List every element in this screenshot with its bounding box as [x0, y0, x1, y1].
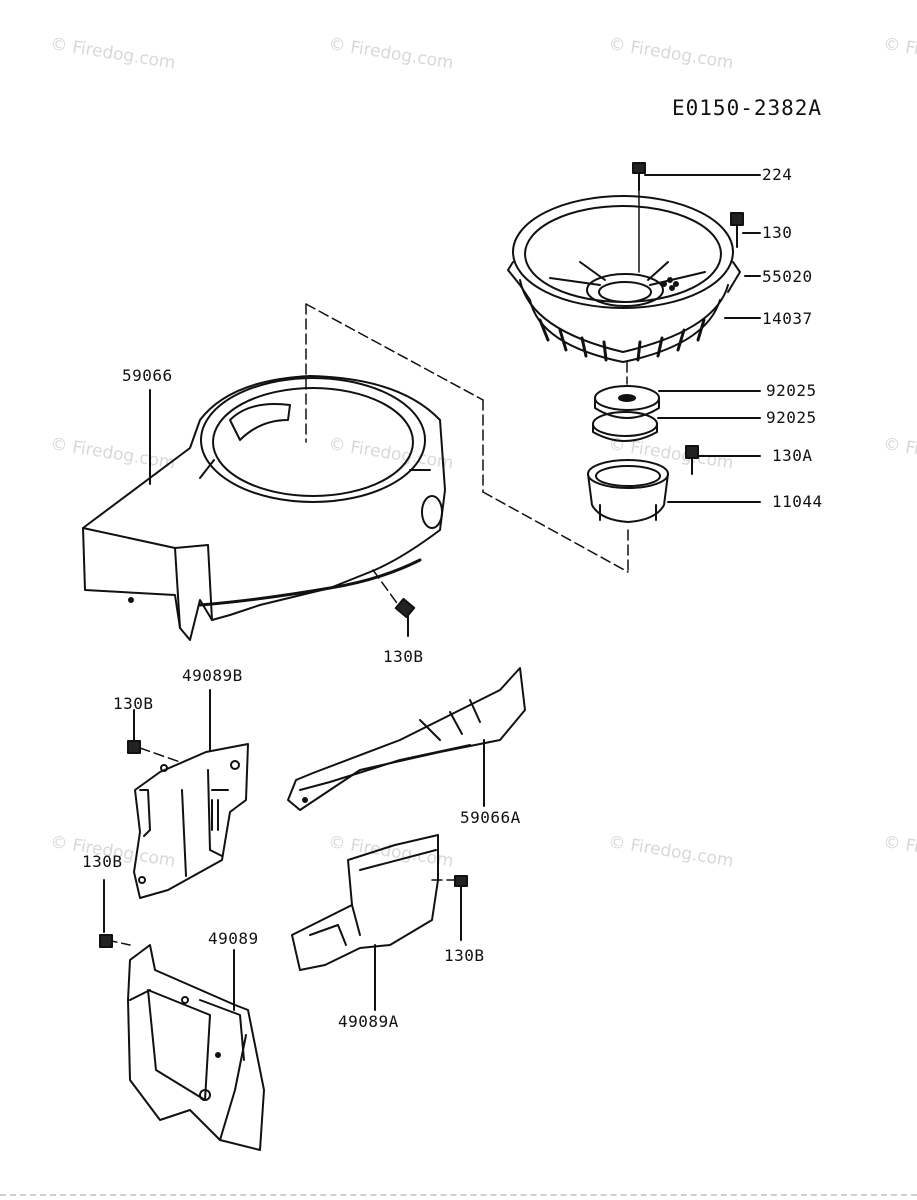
part-label-49089: 49089: [208, 929, 259, 948]
deflector-59066a-drawing: [287, 667, 526, 811]
part-label-130b: 130B: [444, 946, 485, 965]
part-label-224: 224: [762, 165, 793, 184]
part-label-14037: 14037: [762, 309, 813, 328]
shield-49089a-drawing: [291, 834, 439, 1011]
disc-92025-drawing: [592, 385, 761, 442]
part-label-92025: 92025: [766, 408, 817, 427]
fan-ring-drawing: [507, 189, 761, 363]
part-label-59066a: 59066A: [460, 808, 521, 827]
part-label-92025: 92025: [766, 381, 817, 400]
cover-plate-49089b-drawing: [133, 689, 249, 899]
diagram-code: E0150-2382A: [672, 96, 823, 120]
part-label-130b: 130B: [113, 694, 154, 713]
bolt-130b-drawing: [99, 879, 113, 948]
panel-49089-drawing: [127, 944, 265, 1151]
bolt-130b-drawing: [454, 875, 468, 941]
bolt-224-drawing: [632, 162, 761, 191]
bolt-130a-drawing: [685, 445, 761, 475]
cup-11044-drawing: [587, 459, 761, 523]
bolt-130b-drawing: [394, 597, 416, 637]
part-label-130a: 130A: [772, 446, 813, 465]
part-label-49089b: 49089B: [182, 666, 243, 685]
part-label-49089a: 49089A: [338, 1012, 399, 1031]
blower-housing-59066-drawing: [82, 375, 446, 641]
part-label-11044: 11044: [772, 492, 823, 511]
bolt-130b-drawing: [127, 709, 141, 754]
part-label-130b: 130B: [383, 647, 424, 666]
part-label-55020: 55020: [762, 267, 813, 286]
part-label-130b: 130B: [82, 852, 123, 871]
bolt-130-drawing: [730, 212, 761, 248]
part-label-59066: 59066: [122, 366, 173, 385]
bottom-border: [0, 1194, 917, 1198]
part-label-130: 130: [762, 223, 793, 242]
